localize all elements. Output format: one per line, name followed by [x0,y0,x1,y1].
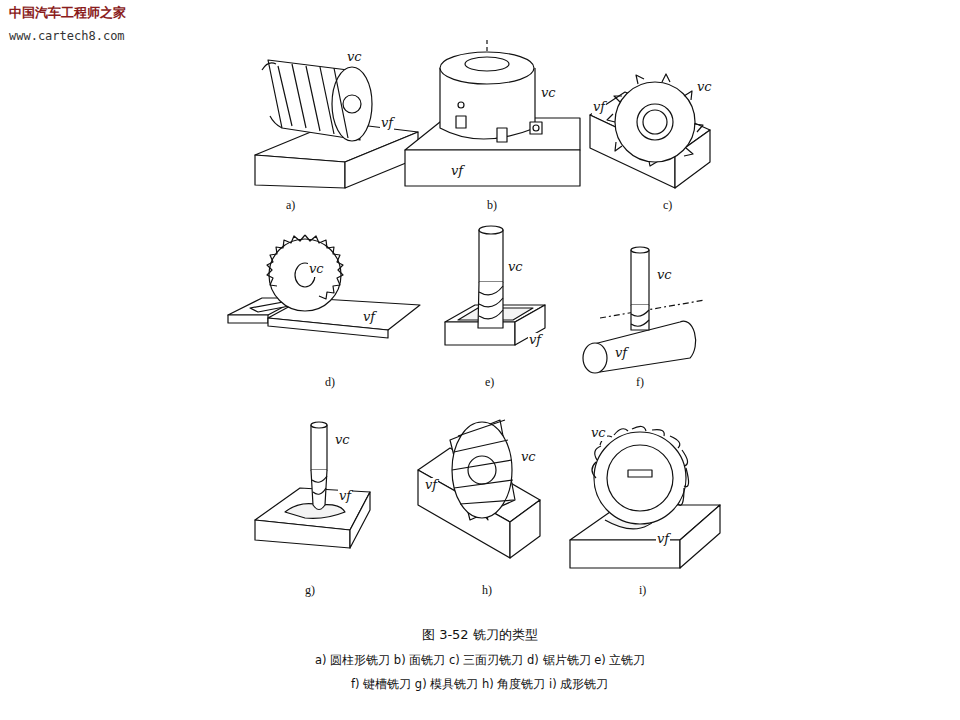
panel-letter: a) [285,199,296,213]
panel-letter: g) [304,584,316,598]
velocity-label: vf [614,346,628,361]
watermark-url: www.cartech8.com [8,30,126,44]
angle-cutter-figure [418,420,540,558]
panel-letter: f) [635,376,645,390]
velocity-label: vc [656,268,673,283]
end-mill-figure [445,226,545,345]
velocity-label: vc [308,262,325,277]
side-face-cutter-figure [590,74,710,188]
panel-letter: d) [324,376,336,390]
velocity-label: vc [507,260,524,275]
die-sinking-cutter-figure [255,422,370,548]
velocity-label: vc [334,433,351,448]
velocity-label: vc [590,426,607,441]
velocity-label: vc [540,86,557,101]
cylindrical-cutter-figure [255,60,418,188]
velocity-label: vf [362,310,376,325]
watermark: 中国汽车工程师之家 [8,6,127,21]
slitting-saw-figure [228,235,420,338]
legend-line: a) 圆柱形铣刀 b) 面铣刀 c) 三面刃铣刀 d) 锯片铣刀 e) 立铣刀 [314,654,646,667]
panel-letter: h) [481,584,493,598]
form-cutter-figure [570,426,720,568]
velocity-label: vf [592,100,606,115]
velocity-label: vf [656,532,670,547]
velocity-label: vc [696,80,713,95]
velocity-label: vf [380,116,394,131]
face-mill-figure [405,40,580,186]
velocity-label: vf [424,478,438,493]
panel-letter: c) [662,199,673,213]
velocity-label: vf [528,333,542,348]
velocity-label: vc [520,450,537,465]
panel-letter: e) [484,376,495,390]
velocity-label: vc [346,50,363,65]
velocity-label: vf [338,489,352,504]
legend-line: f) 键槽铣刀 g) 模具铣刀 h) 角度铣刀 i) 成形铣刀 [350,678,609,691]
figure-caption: 图 3-52 铣刀的类型 [421,628,539,643]
panel-letter: b) [486,199,498,213]
velocity-label: vf [450,164,464,179]
panel-letter: i) [638,584,647,598]
keyway-cutter-figure [583,247,705,373]
